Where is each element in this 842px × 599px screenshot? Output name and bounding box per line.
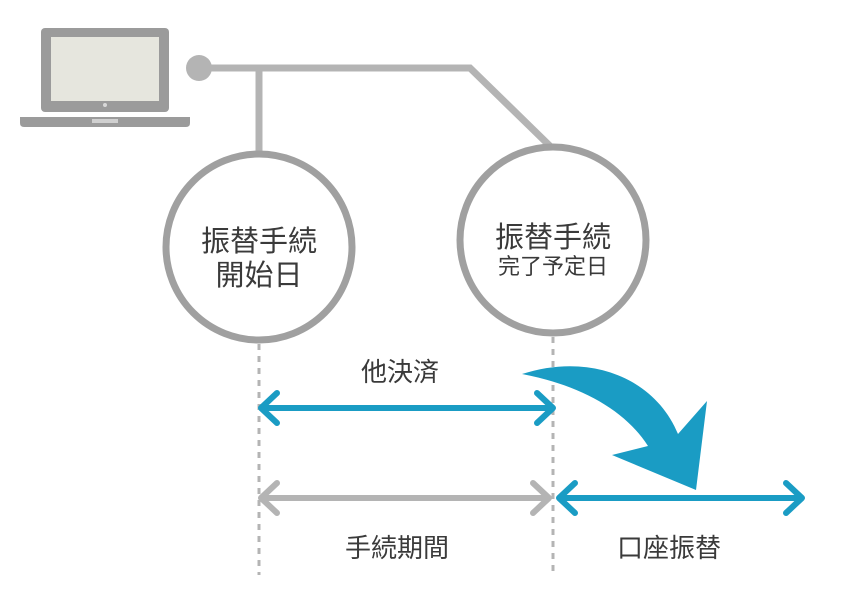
start-date-circle	[162, 150, 356, 344]
other-payment-arrow	[258, 390, 556, 426]
transition-arrow	[522, 366, 707, 490]
account-transfer-label: 口座振替	[617, 534, 722, 564]
start-date-label: 振替手続 開始日	[179, 224, 339, 292]
laptop-icon	[20, 28, 190, 127]
start-date-line1: 振替手続	[200, 224, 317, 258]
other-payment-label: 他決済	[361, 358, 440, 388]
connector-lines	[186, 55, 555, 155]
connector-path-end	[199, 64, 555, 151]
start-date-line2: 開始日	[215, 258, 303, 292]
end-date-line2: 完了予定日	[497, 255, 608, 280]
procedure-period-label: 手続期間	[345, 534, 450, 564]
procedure-period-arrow	[258, 480, 552, 516]
account-transfer-arrow	[556, 480, 805, 516]
end-date-line1: 振替手続	[494, 220, 611, 254]
end-date-label: 振替手続 完了予定日	[473, 220, 633, 282]
end-date-circle	[456, 143, 650, 337]
